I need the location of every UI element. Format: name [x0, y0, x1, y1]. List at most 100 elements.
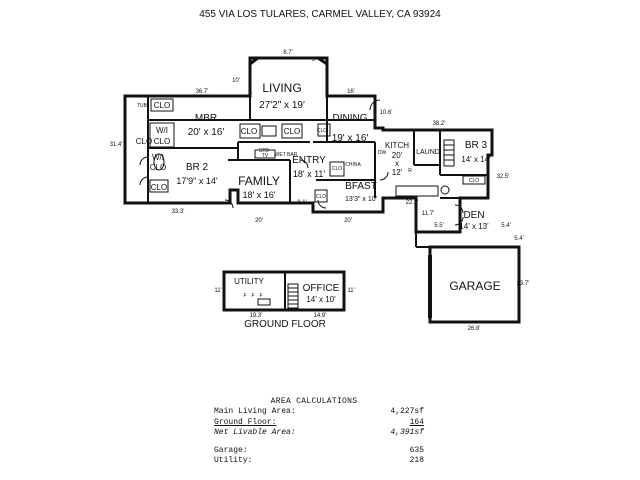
wet-bar-label: WET BAR [275, 152, 298, 158]
area-row-label: Ground Floor: [214, 417, 277, 427]
svg-text:16': 16' [347, 89, 355, 95]
stairs-icon [443, 139, 455, 167]
area-row-label: Garage: [214, 446, 248, 456]
clo-label: CLO [316, 194, 326, 200]
area-row-value: 635 [409, 446, 424, 456]
entry-size: 18' x 11' [293, 169, 326, 179]
area-row-label: Main Living Area: [214, 407, 296, 417]
entry-label: ENTRY [292, 155, 326, 166]
den-label: DEN [463, 210, 484, 221]
living-size: 27'2" x 19' [259, 100, 305, 111]
std-label: STD [259, 148, 269, 154]
svg-text:5.4': 5.4' [514, 236, 524, 242]
tub-label: TUB [137, 103, 148, 109]
family-size: 18' x 16' [243, 190, 276, 200]
kitch-size-c: 12' [392, 168, 403, 177]
kitch-size-b: x [395, 159, 399, 168]
clo-label: CLO [284, 127, 300, 136]
svg-text:38.2': 38.2' [433, 121, 446, 127]
svg-text:5.4': 5.4' [501, 223, 511, 229]
svg-text:19.3': 19.3' [250, 313, 263, 319]
clo-label: CLO [136, 137, 152, 146]
svg-text:14.9': 14.9' [314, 313, 327, 319]
living-bay-wall [249, 56, 328, 66]
kitch-size-a: 20' [392, 151, 403, 160]
wi-label: W/I [156, 126, 168, 135]
family-label: FAMILY [238, 174, 280, 188]
clo-label: CLO [151, 183, 167, 192]
f-label: F [243, 293, 246, 299]
area-calculations: AREA CALCULATIONS Main Living Area: 4,22… [214, 397, 424, 467]
bfast-label: BFAST [345, 181, 377, 192]
office-size: 14' x 10' [306, 295, 336, 304]
kitch-label: KITCH [385, 141, 409, 150]
svg-text:8.7': 8.7' [283, 50, 293, 56]
area-row-utility: Utility: 218 [214, 456, 424, 466]
office-label: OFFICE [303, 283, 340, 294]
area-row-label: Utility: [214, 456, 253, 466]
bfast-size: 13'3" x 10' [345, 196, 377, 203]
laund-label: LAUND [416, 149, 440, 156]
br2-label: BR 2 [186, 162, 209, 173]
svg-text:32.5': 32.5' [497, 174, 510, 180]
svg-text:23.7': 23.7' [517, 281, 530, 287]
dining-label: DINING [333, 113, 368, 124]
area-row-net: Net Livable Area: 4,391sf [214, 428, 424, 438]
china-label: CHINA [345, 162, 361, 168]
br3-label: BR 3 [465, 140, 488, 151]
f-label: F [259, 293, 262, 299]
svg-text:9': 9' [312, 57, 316, 63]
garage-label: GARAGE [449, 279, 500, 293]
br2-size: 17'9" x 14' [176, 176, 217, 186]
clo-label: CLO [154, 101, 170, 110]
r-label: R [408, 168, 412, 174]
area-row-label: Net Livable Area: [214, 427, 296, 437]
dining-size: 19' x 16' [332, 133, 369, 144]
address-header: 455 VIA LOS TULARES, CARMEL VALLEY, CA 9… [199, 9, 441, 20]
tv-label: TV [262, 153, 269, 159]
f-label: F [251, 293, 254, 299]
utility-label: UTILITY [234, 277, 264, 286]
clo-label: CLO [332, 166, 342, 172]
clo-label: CLO [241, 127, 257, 136]
area-calc-title: AREA CALCULATIONS [270, 397, 358, 406]
area-row-ground: Ground Floor: 164 [214, 418, 424, 428]
clo-label: CLO [317, 128, 327, 134]
den-size: 14' x 13' [459, 222, 489, 231]
stairs-icon [287, 283, 299, 309]
closet-boxes [149, 98, 486, 306]
svg-text:10': 10' [232, 78, 240, 84]
svg-text:9': 9' [251, 57, 255, 63]
svg-text:20': 20' [255, 218, 263, 224]
svg-text:31.4': 31.4' [110, 142, 123, 148]
svg-text:11': 11' [214, 288, 221, 294]
area-row-value: 4,227sf [390, 407, 424, 417]
svg-text:22.2': 22.2' [406, 200, 419, 206]
br3-size: 14' x 14' [461, 155, 491, 164]
svg-text:5.5': 5.5' [434, 223, 444, 229]
area-row-value: 4,391sf [390, 427, 424, 437]
dw-label: DW [378, 150, 387, 156]
svg-text:11.7': 11.7' [422, 211, 434, 217]
area-row-value: 164 [409, 417, 424, 427]
door-swing-icons [139, 99, 464, 226]
ground-floor-label: GROUND FLOOR [244, 319, 326, 330]
mbr-size: 20' x 16' [188, 127, 225, 138]
clo-label: CLO [469, 178, 479, 184]
area-row-main: Main Living Area: 4,227sf [214, 407, 424, 417]
area-row-value: 218 [409, 456, 424, 466]
svg-text:20': 20' [344, 218, 352, 224]
dimension-labels: 8.7' 9' 9' 10' 36.7' 16' 10.6' 38.2' 31.… [110, 50, 530, 332]
wi-label: W/I [152, 153, 164, 162]
svg-text:33.3': 33.3' [172, 209, 185, 215]
mbr-label: MBR [195, 113, 217, 124]
area-row-garage: Garage: 635 [214, 446, 424, 456]
wi-clo-label: CLO [150, 163, 166, 172]
svg-text:26.8': 26.8' [468, 326, 481, 332]
svg-text:11': 11' [347, 288, 354, 294]
living-label: LIVING [262, 81, 301, 95]
wi-clo-label: CLO [154, 137, 170, 146]
svg-text:8.1': 8.1' [297, 200, 307, 206]
interior-walls [147, 96, 488, 203]
